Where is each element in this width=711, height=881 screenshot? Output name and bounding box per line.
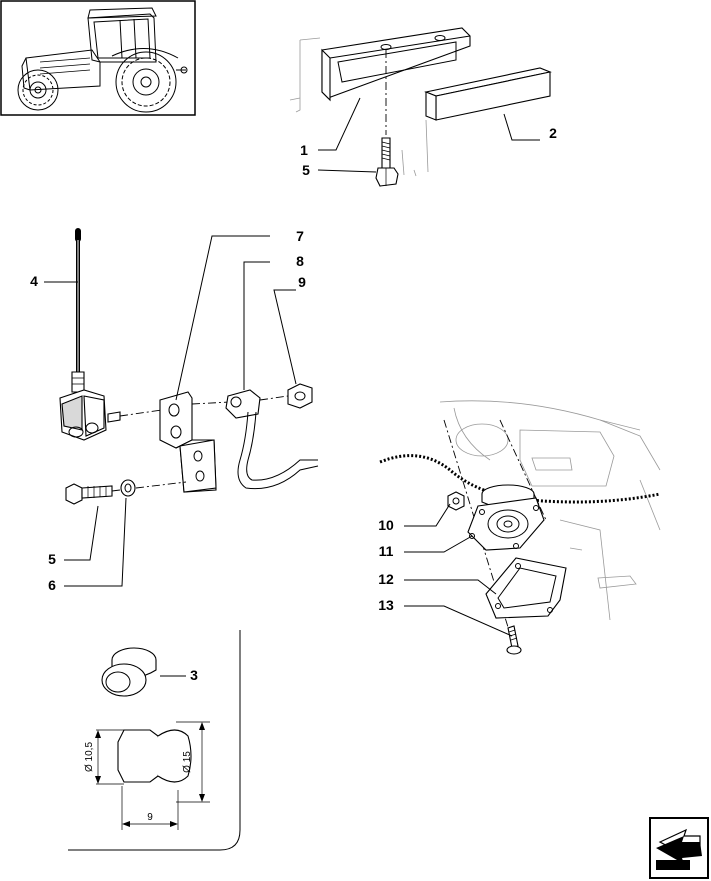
callout-13: 13	[378, 597, 394, 613]
callout-5-lower: 5	[48, 551, 56, 567]
grommet-detail	[68, 630, 241, 851]
callout-2: 2	[549, 125, 557, 141]
dashboard-assembly	[379, 400, 661, 655]
callout-12: 12	[378, 571, 394, 587]
top-assembly	[289, 27, 552, 187]
callout-10: 10	[378, 517, 394, 533]
callout-9: 9	[298, 274, 306, 290]
tractor-thumbnail	[0, 0, 196, 116]
callout-1: 1	[300, 142, 308, 158]
dimension-outer-diameter: Ø 15	[182, 751, 193, 773]
callout-3: 3	[190, 667, 198, 683]
callout-labels: 1 2 5 4 7 8 9 5 6 3 10 11 12 13	[30, 125, 557, 683]
next-page-arrow-icon[interactable]	[649, 817, 709, 879]
dimension-inner-diameter: Ø 10,5	[84, 742, 95, 772]
callout-6: 6	[48, 577, 56, 593]
dimension-length: 9	[147, 812, 153, 823]
callout-4: 4	[30, 273, 38, 289]
callout-5-top: 5	[302, 162, 310, 178]
antenna-assembly	[44, 228, 319, 587]
callout-8: 8	[296, 253, 304, 269]
callout-7: 7	[296, 228, 304, 244]
callout-11: 11	[379, 543, 394, 559]
